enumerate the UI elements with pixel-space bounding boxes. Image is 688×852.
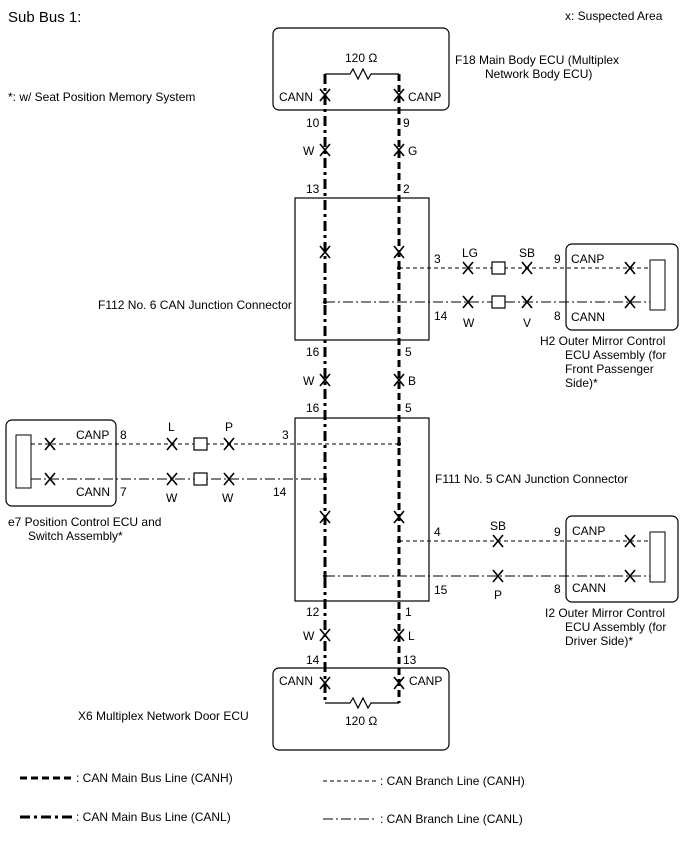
f112-junction-connector-box [294,197,430,341]
f18-canh-label: CANP [408,90,441,104]
pin-f112-bot-canh: 5 [405,345,412,359]
pin-f112-h2-canh: 3 [434,252,441,266]
wire-color-e7-canh-1: L [168,420,175,434]
h2-canl-label: CANN [571,310,605,324]
pin-i2-canl: 8 [554,582,561,596]
pin-x6-canh: 13 [403,653,417,667]
f112-label: F112 No. 6 CAN Junction Connector [98,298,292,312]
e7-canl-connector-square [193,472,208,486]
wire-color-h2-canh-2: SB [519,246,535,260]
legend-branch-canh-label: : CAN Branch Line (CANH) [380,774,525,788]
x6-terminating-resistor [325,696,399,710]
pin-f111-i2-canh: 4 [434,525,441,539]
wire-color-f18-f112-canh: G [408,144,417,158]
pin-e7-canl: 7 [120,485,127,499]
e7-canh-label: CANP [76,428,109,442]
pin-f112-bot-canl: 16 [306,345,320,359]
h2-label-line3: Front Passenger [565,362,654,376]
f111-junction-connector-box [294,417,430,602]
f18-ecu-label-line2: Network Body ECU) [485,67,592,81]
pin-h2-canl: 8 [554,309,561,323]
i2-connector-block [649,531,666,583]
h2-label-line4: Side)* [565,376,598,390]
wire-color-i2-canh: SB [490,519,506,533]
i2-canl-label: CANN [572,581,606,595]
e7-connector-block [15,434,32,489]
x-mark-e7-canh-1 [166,437,178,451]
h2-label-line2: ECU Assembly (for [565,348,666,362]
pin-f111-e7-canh: 3 [282,428,289,442]
x6-resistor-label: 120 Ω [345,714,377,728]
wire-color-i2-canl: P [494,588,502,602]
pin-f111-top-canl: 16 [306,401,320,415]
pin-h2-canh: 9 [554,252,561,266]
h2-label-line1: H2 Outer Mirror Control [540,334,665,348]
wire-color-h2-canl-1: W [463,316,475,330]
f112-h2-canh-junction-dot [397,266,401,270]
pin-i2-canh: 9 [554,525,561,539]
f111-e7-canl-junction-dot [323,477,327,481]
e7-position-ecu-box [5,419,117,507]
legend-branch-canl-label: : CAN Branch Line (CANL) [380,812,523,826]
wire-color-e7-canl-2: W [222,491,234,505]
pin-f111-bot-canh: 1 [405,605,412,619]
wire-color-f18-f112-canl: W [303,144,315,158]
pin-f111-bot-canl: 12 [306,605,320,619]
wire-color-e7-canl-1: W [166,491,178,505]
pin-f112-top-canh: 2 [403,182,410,196]
f18-ecu-label-line1: F18 Main Body ECU (Multiplex [455,53,619,67]
f18-resistor-label: 120 Ω [345,51,377,65]
e7-canh-connector-square [193,437,208,451]
suspected-area-legend: x: Suspected Area [565,9,663,23]
legend-main-canh-label: : CAN Main Bus Line (CANH) [76,771,233,785]
f18-main-body-ecu-box [272,27,450,111]
i2-label-line1: I2 Outer Mirror Control [545,606,665,620]
f111-label: F111 No. 5 CAN Junction Connector [435,472,628,486]
pin-f112-top-canl: 13 [306,182,320,196]
wire-color-f111-x6-canl: W [303,629,315,643]
wire-color-f111-x6-canh: L [408,629,415,643]
f18-terminating-resistor [325,67,399,81]
pin-f18-canl: 10 [306,116,320,130]
h2-connector-block [649,259,666,311]
pin-f111-top-canh: 5 [405,401,412,415]
h2-canh-label: CANP [571,252,604,266]
x-mark-e7-canh-2 [223,437,235,451]
h2-canh-connector-square [491,261,506,275]
e7-canl-label: CANN [76,485,110,499]
wire-color-h2-canl-2: V [523,316,531,330]
seat-memory-note: *: w/ Seat Position Memory System [8,90,195,104]
x6-canh-label: CANP [409,674,442,688]
legend-main-canl-label: : CAN Main Bus Line (CANL) [76,810,231,824]
h2-canl-connector-square [491,295,506,309]
wire-color-e7-canh-2: P [225,420,233,434]
e7-label-line2: Switch Assembly* [28,529,123,543]
pin-f111-e7-canl: 14 [273,485,287,499]
x-mark-wire-f111-x6-canl [319,628,331,642]
e7-label-line1: e7 Position Control ECU and [8,515,161,529]
x6-canl-label: CANN [279,674,313,688]
pin-f112-h2-canl: 14 [434,309,448,323]
x6-label: X6 Multiplex Network Door ECU [78,709,249,723]
pin-f18-canh: 9 [403,116,410,130]
f111-i2-canl-junction-dot [323,574,327,578]
i2-label-line2: ECU Assembly (for [565,620,666,634]
x6-door-ecu-box [272,667,450,751]
pin-e7-canh: 8 [120,428,127,442]
i2-label-line3: Driver Side)* [565,634,633,648]
x-mark-i2-canh-1 [492,534,504,548]
wire-color-f112-f111-canh: B [408,374,416,388]
pin-x6-canl: 14 [306,653,320,667]
f18-canl-label: CANN [279,90,313,104]
f111-i2-canh-junction-dot [397,539,401,543]
x-mark-h2-canh-2 [521,261,533,275]
f111-e7-canh-junction-dot [397,442,401,446]
pin-f111-i2-canl: 15 [434,583,448,597]
diagram-title: Sub Bus 1: [8,9,81,26]
f112-h2-canl-junction-dot [323,300,327,304]
wire-color-f112-f111-canl: W [303,374,315,388]
wire-color-h2-canh-1: LG [462,246,478,260]
i2-canh-label: CANP [572,524,605,538]
